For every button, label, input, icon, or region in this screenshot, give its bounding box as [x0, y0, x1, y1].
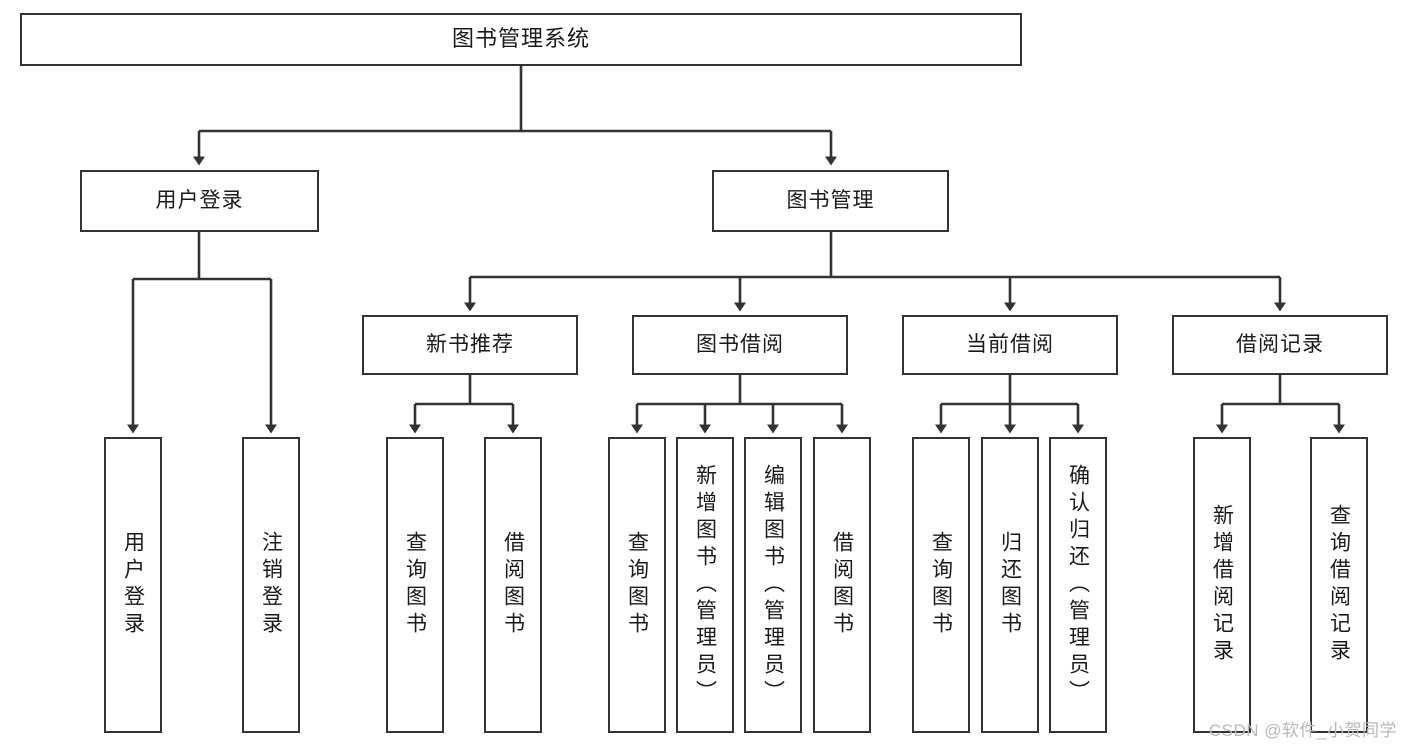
node-label: 借阅记录: [1236, 333, 1324, 357]
node-label: 图书借阅: [696, 333, 784, 357]
node-label: 注销登录: [259, 531, 283, 639]
node-leaf-edit-book[interactable]: 编辑图书（管理员）: [744, 437, 802, 733]
node-user-login[interactable]: 用户登录: [80, 170, 319, 232]
node-book-borrow[interactable]: 图书借阅: [632, 315, 848, 375]
node-current-borrow[interactable]: 当前借阅: [902, 315, 1118, 375]
node-label: 查询借阅记录: [1327, 504, 1351, 666]
node-label: 借阅图书: [501, 531, 525, 639]
node-leaf-borrow-book-1[interactable]: 借阅图书: [484, 437, 542, 733]
node-label: 确认归还（管理员）: [1066, 463, 1090, 707]
node-label: 图书管理系统: [451, 26, 590, 52]
node-leaf-borrow-book-2[interactable]: 借阅图书: [813, 437, 871, 733]
node-book-manage[interactable]: 图书管理: [712, 170, 949, 232]
node-label: 归还图书: [998, 531, 1022, 639]
node-leaf-user-login[interactable]: 用户登录: [104, 437, 162, 733]
node-label: 编辑图书（管理员）: [761, 463, 785, 707]
node-root-book-management-system[interactable]: 图书管理系统: [20, 13, 1022, 66]
node-new-book-recommend[interactable]: 新书推荐: [362, 315, 578, 375]
node-label: 查询图书: [929, 531, 953, 639]
node-borrow-record[interactable]: 借阅记录: [1172, 315, 1388, 375]
node-label: 新增借阅记录: [1210, 504, 1234, 666]
node-leaf-query-book-1[interactable]: 查询图书: [386, 437, 444, 733]
node-label: 新增图书（管理员）: [693, 463, 717, 707]
node-label: 查询图书: [625, 531, 649, 639]
node-label: 当前借阅: [966, 333, 1054, 357]
node-label: 查询图书: [403, 531, 427, 639]
node-leaf-add-record[interactable]: 新增借阅记录: [1193, 437, 1251, 733]
node-label: 新书推荐: [426, 333, 514, 357]
node-leaf-user-logout[interactable]: 注销登录: [242, 437, 300, 733]
node-leaf-add-book[interactable]: 新增图书（管理员）: [676, 437, 734, 733]
node-label: 用户登录: [121, 531, 145, 639]
node-leaf-query-book-3[interactable]: 查询图书: [912, 437, 970, 733]
node-label: 图书管理: [786, 189, 875, 213]
node-label: 用户登录: [155, 189, 244, 213]
csdn-watermark: CSDN @软件_小贺同学: [1208, 721, 1397, 740]
node-label: 借阅图书: [830, 531, 854, 639]
node-leaf-query-book-2[interactable]: 查询图书: [608, 437, 666, 733]
node-leaf-query-record[interactable]: 查询借阅记录: [1310, 437, 1368, 733]
node-leaf-return-book[interactable]: 归还图书: [981, 437, 1039, 733]
node-leaf-confirm-return[interactable]: 确认归还（管理员）: [1049, 437, 1107, 733]
